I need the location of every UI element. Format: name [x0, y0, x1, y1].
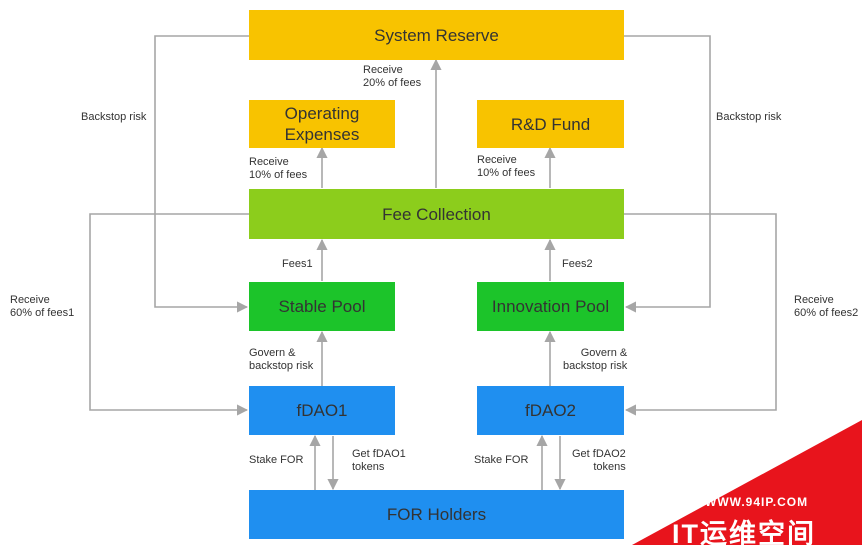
node-fdao2-label: fDAO2 — [524, 401, 577, 420]
label-backstop-left-text: Backstop risk — [81, 111, 147, 123]
label-govern-right-line2: backstop risk — [563, 360, 628, 372]
watermark-name: IT运维空间 — [672, 519, 816, 549]
label-receive-60-fees1-line1: Receive — [10, 294, 50, 306]
label-receive-20-line1: Receive — [363, 64, 403, 76]
label-govern-left-line1: Govern & — [249, 347, 296, 359]
label-stake-for-right: Stake FOR — [474, 454, 528, 467]
arrow-fee-to-fdao2 — [624, 213, 777, 416]
label-get-fdao2-line2: tokens — [593, 461, 626, 473]
node-fdao1: fDAO1 — [249, 386, 395, 435]
label-govern-left-line2: backstop risk — [249, 360, 314, 372]
label-fees1: Fees1 — [282, 258, 313, 271]
label-govern-left: Govern & backstop risk — [249, 347, 313, 373]
label-receive-10-left: Receive 10% of fees — [249, 156, 307, 182]
label-govern-right: Govern & backstop risk — [563, 347, 627, 373]
node-system-reserve: System Reserve — [249, 10, 624, 60]
watermark-corner — [632, 420, 862, 545]
watermark-url: WWW.94IP.COM — [705, 495, 809, 509]
arrow-reserve-to-stable — [154, 35, 249, 313]
node-fee-collection-label: Fee Collection — [382, 204, 491, 224]
label-receive-60-fees1: Receive 60% of fees1 — [10, 294, 74, 320]
label-receive-60-fees1-line2: 60% of fees1 — [10, 307, 75, 319]
label-fees2-text: Fees2 — [562, 258, 593, 270]
node-operating-expenses-line1: Operating — [284, 104, 360, 123]
node-operating-expenses-line2: Expenses — [284, 125, 360, 144]
label-stake-for-right-text: Stake FOR — [474, 454, 529, 466]
label-get-fdao1: Get fDAO1 tokens — [352, 448, 406, 474]
label-stake-for-left-text: Stake FOR — [249, 454, 304, 466]
label-get-fdao2: Get fDAO2 tokens — [572, 448, 626, 474]
label-receive-10-right-line1: Receive — [477, 154, 517, 166]
node-operating-expenses: Operating Expenses — [249, 100, 395, 148]
label-receive-10-left-line1: Receive — [249, 156, 289, 168]
arrow-fee-to-fdao1 — [89, 213, 249, 416]
node-stable-pool: Stable Pool — [249, 282, 395, 331]
label-receive-20: Receive 20% of fees — [363, 64, 421, 90]
label-receive-60-fees2: Receive 60% of fees2 — [794, 294, 858, 320]
node-for-holders-label: FOR Holders — [386, 505, 487, 524]
label-backstop-right-text: Backstop risk — [716, 111, 782, 123]
label-receive-60-fees2-line2: 60% of fees2 — [794, 307, 859, 319]
label-get-fdao1-line2: tokens — [352, 461, 385, 473]
node-for-holders: FOR Holders — [249, 490, 624, 539]
label-receive-10-right-line2: 10% of fees — [477, 167, 536, 179]
label-receive-60-fees2-line1: Receive — [794, 294, 834, 306]
label-receive-20-line2: 20% of fees — [363, 77, 422, 89]
label-get-fdao1-line1: Get fDAO1 — [352, 448, 406, 460]
label-receive-10-left-line2: 10% of fees — [249, 169, 308, 181]
label-fees2: Fees2 — [562, 258, 593, 271]
node-innovation-pool: Innovation Pool — [477, 282, 624, 331]
label-receive-10-right: Receive 10% of fees — [477, 154, 535, 180]
label-backstop-left: Backstop risk — [81, 111, 146, 124]
node-rd-fund: R&D Fund — [477, 100, 624, 148]
label-backstop-right: Backstop risk — [716, 111, 781, 124]
label-govern-right-line1: Govern & — [580, 347, 628, 359]
label-stake-for-left: Stake FOR — [249, 454, 303, 467]
node-system-reserve-label: System Reserve — [374, 25, 499, 45]
node-fdao1-label: fDAO1 — [296, 401, 348, 420]
label-fees1-text: Fees1 — [282, 258, 313, 270]
label-get-fdao2-line1: Get fDAO2 — [572, 448, 626, 460]
arrow-reserve-to-innovation — [624, 35, 711, 313]
node-stable-pool-label: Stable Pool — [278, 297, 366, 316]
node-rd-fund-label: R&D Fund — [510, 114, 591, 134]
node-innovation-pool-label: Innovation Pool — [491, 297, 610, 316]
node-fdao2: fDAO2 — [477, 386, 624, 435]
node-fee-collection: Fee Collection — [249, 189, 624, 239]
